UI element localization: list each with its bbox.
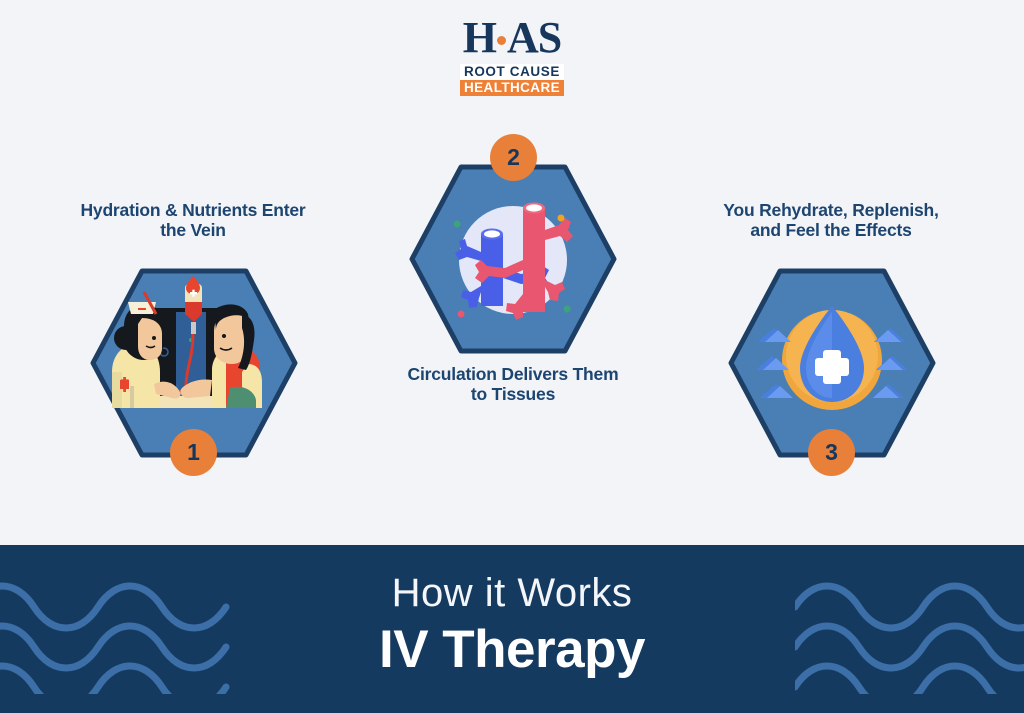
step-1-hexagon[interactable] [90, 268, 298, 458]
step-1-title: Hydration & Nutrients Enter the Vein [80, 200, 306, 240]
step-3-title: You Rehydrate, Replenish, and Feel the E… [723, 200, 939, 240]
footer-subtitle: How it Works [391, 571, 633, 615]
logo-dot-icon [496, 36, 506, 46]
logo-tagline-bottom: HEALTHCARE [460, 80, 564, 96]
logo-letter-h: H [462, 13, 497, 62]
step-1-number-badge: 1 [170, 429, 217, 476]
footer-banner: How it Works IV Therapy [0, 545, 1024, 713]
step-2-title: Circulation Delivers Them to Tissues [407, 364, 619, 404]
footer-title: IV Therapy [379, 620, 645, 679]
logo-tagline-top: ROOT CAUSE [460, 64, 564, 80]
step-2-number-badge: 2 [490, 134, 537, 181]
footer-text-block: How it Works IV Therapy [0, 545, 1024, 680]
step-3-hexagon[interactable] [728, 268, 936, 458]
logo-letters-as: AS [506, 13, 562, 62]
logo-tagline: ROOT CAUSE HEALTHCARE [460, 64, 564, 96]
step-2-hexagon[interactable] [409, 164, 617, 354]
step-3-number-badge: 3 [808, 429, 855, 476]
